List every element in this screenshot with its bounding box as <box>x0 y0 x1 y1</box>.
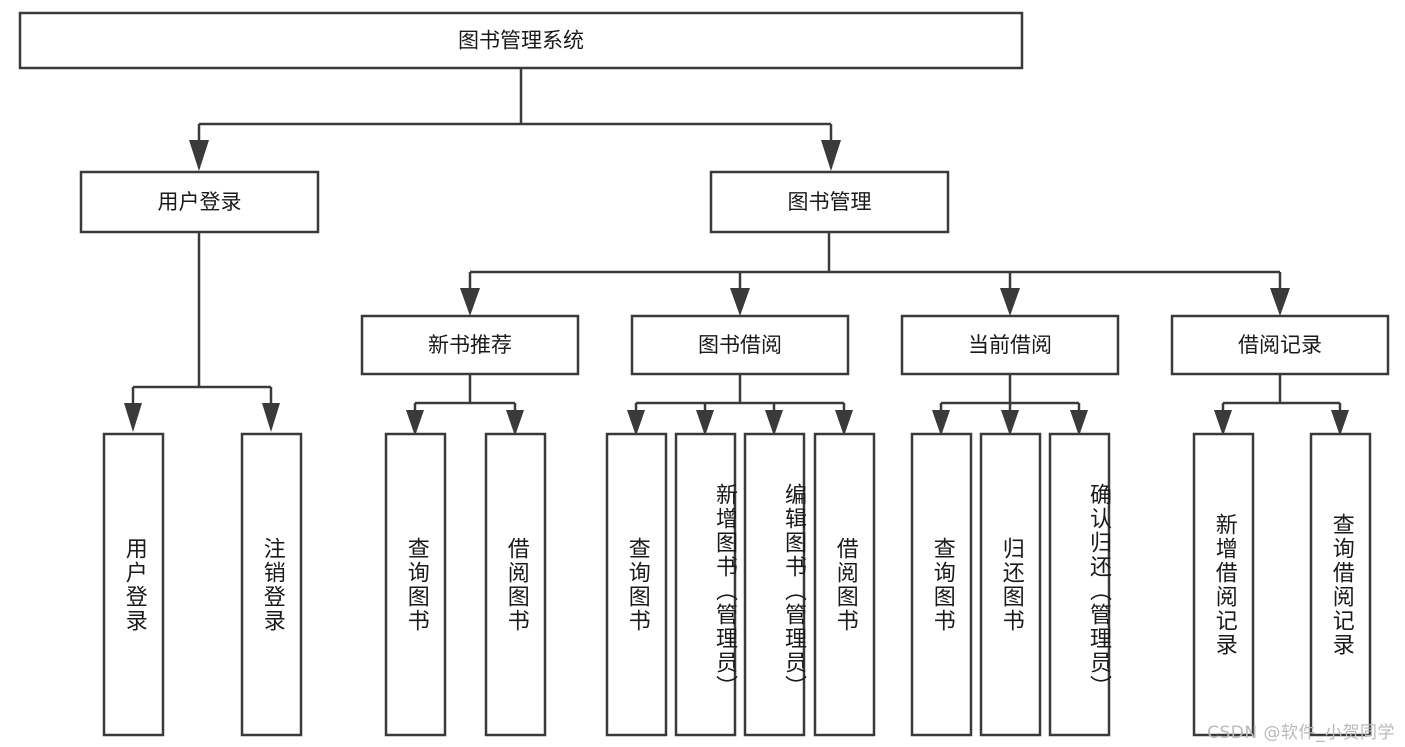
node-root-label: 图书管理系统 <box>458 29 584 53</box>
arrow-head-icon <box>821 140 841 171</box>
leaf-box-borrow-book-2[interactable] <box>813 432 876 737</box>
connector-new-book-recommend-to-leaves <box>406 374 524 436</box>
node-current-borrow[interactable]: 当前借阅 <box>900 314 1120 376</box>
arrow-head-icon <box>189 140 209 171</box>
node-book-borrow[interactable]: 图书借阅 <box>630 314 850 376</box>
node-new-book-recommend[interactable]: 新书推荐 <box>360 314 580 376</box>
connector-current-borrow-to-leaves <box>932 374 1088 436</box>
leaf-box-logout[interactable] <box>240 432 303 737</box>
leaf-box-confirm-return-admin[interactable] <box>1048 432 1111 737</box>
arrow-head-icon <box>932 410 950 436</box>
arrow-head-icon <box>262 403 280 432</box>
node-borrow-record[interactable]: 借阅记录 <box>1170 314 1390 376</box>
csdn-watermark: CSDN @软件_小贺同学 <box>1207 723 1395 743</box>
leaf-box-query-borrow-record[interactable] <box>1309 432 1372 737</box>
leaf-box-query-book-2[interactable] <box>605 432 668 737</box>
node-book-management-label: 图书管理 <box>788 190 872 214</box>
connector-root-to-level2 <box>189 68 841 171</box>
leaf-box-add-borrow-record[interactable] <box>1192 432 1255 737</box>
connector-user-login-to-leaves <box>124 232 280 432</box>
arrow-head-icon <box>696 410 714 436</box>
leaf-box-edit-book-admin[interactable] <box>743 432 806 737</box>
arrow-head-icon <box>1070 410 1088 436</box>
arrow-head-icon <box>1000 288 1020 316</box>
arrow-head-icon <box>1214 410 1232 436</box>
connector-book-management-to-level3 <box>460 232 1290 316</box>
node-new-book-recommend-box <box>360 314 580 376</box>
node-root-box <box>18 11 1024 70</box>
node-book-borrow-label: 图书借阅 <box>698 333 782 357</box>
arrow-head-icon <box>1270 288 1290 316</box>
node-book-management[interactable]: 图书管理 <box>709 170 950 234</box>
arrow-head-icon <box>730 288 750 316</box>
arrow-head-icon <box>765 410 783 436</box>
leaf-box-return-book[interactable] <box>979 432 1042 737</box>
node-borrow-record-label: 借阅记录 <box>1238 333 1322 357</box>
leaf-box-borrow-book-1[interactable] <box>484 432 547 737</box>
arrow-head-icon <box>835 410 853 436</box>
connector-borrow-record-to-leaves <box>1214 374 1349 436</box>
node-root[interactable]: 图书管理系统 <box>18 11 1024 70</box>
arrow-head-icon <box>406 410 424 436</box>
leaf-box-add-book-admin[interactable] <box>674 432 737 737</box>
node-user-login-label: 用户登录 <box>158 190 242 214</box>
arrow-head-icon <box>1331 410 1349 436</box>
leaf-box-user-login[interactable] <box>102 432 165 737</box>
arrow-head-icon <box>124 403 142 432</box>
arrow-head-icon <box>1001 410 1019 436</box>
arrow-head-icon <box>506 410 524 436</box>
arrow-head-icon <box>627 410 645 436</box>
arrow-head-icon <box>460 288 480 316</box>
leaf-box-query-book-3[interactable] <box>910 432 973 737</box>
connector-book-borrow-to-leaves <box>627 374 853 436</box>
leaf-box-query-book-1[interactable] <box>384 432 447 737</box>
node-user-login[interactable]: 用户登录 <box>79 170 320 234</box>
node-current-borrow-label: 当前借阅 <box>968 333 1052 357</box>
node-user-login-box <box>79 170 320 234</box>
node-current-borrow-box <box>900 314 1120 376</box>
node-new-book-recommend-label: 新书推荐 <box>428 333 512 357</box>
